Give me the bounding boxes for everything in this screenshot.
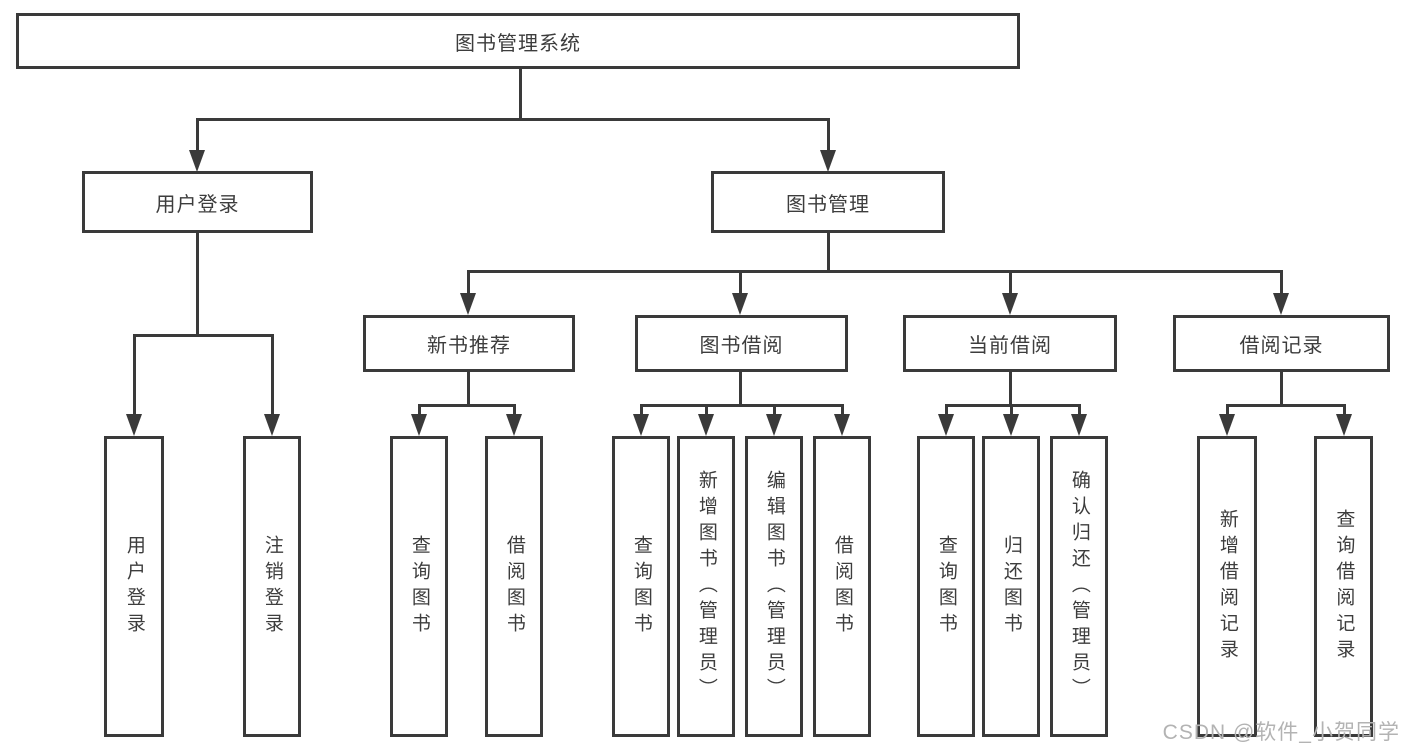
line-segment bbox=[827, 233, 830, 272]
node-root-label: 图书管理系统 bbox=[455, 32, 581, 55]
line-segment bbox=[773, 404, 776, 415]
arrowhead bbox=[834, 414, 850, 436]
node-leaf-br-add-record-label: 新增借阅记录 bbox=[1216, 508, 1238, 665]
node-leaf-bb-borrow-books-label: 借阅图书 bbox=[831, 534, 853, 639]
node-leaf-rec-borrow-books-label: 借阅图书 bbox=[503, 534, 525, 639]
line-segment bbox=[196, 233, 199, 336]
node-leaf-user-login-label: 用户登录 bbox=[123, 534, 145, 639]
arrowhead bbox=[1003, 414, 1019, 436]
node-leaf-br-query-record-label: 查询借阅记录 bbox=[1333, 508, 1355, 665]
arrowhead bbox=[1219, 414, 1235, 436]
csdn-watermark: CSDN @软件_小贺同学 bbox=[1162, 721, 1400, 744]
arrowhead bbox=[633, 414, 649, 436]
arrowhead bbox=[1071, 414, 1087, 436]
node-leaf-bb-edit-books: 编辑图书（管理员） bbox=[745, 436, 803, 737]
line-segment bbox=[1009, 270, 1012, 294]
node-borrow-records-label: 借阅记录 bbox=[1239, 335, 1324, 357]
node-leaf-bb-query-books-label: 查询图书 bbox=[630, 534, 652, 639]
line-segment bbox=[196, 118, 830, 121]
line-segment bbox=[271, 334, 274, 415]
arrowhead bbox=[766, 414, 782, 436]
line-segment bbox=[133, 334, 136, 415]
arrowhead bbox=[820, 150, 836, 172]
line-segment bbox=[467, 270, 470, 294]
node-new-book-rec-label: 新书推荐 bbox=[427, 335, 511, 357]
node-leaf-cb-query-books: 查询图书 bbox=[917, 436, 975, 737]
line-segment bbox=[640, 404, 643, 415]
node-leaf-cb-confirm-return-label: 确认归还（管理员） bbox=[1068, 469, 1090, 704]
line-segment bbox=[1226, 404, 1346, 407]
line-segment bbox=[1226, 404, 1229, 415]
line-segment bbox=[1280, 270, 1283, 294]
line-segment bbox=[640, 404, 844, 407]
arrowhead bbox=[1002, 293, 1018, 315]
line-segment bbox=[1280, 372, 1283, 406]
line-segment bbox=[1010, 404, 1013, 415]
node-leaf-cb-return-books-label: 归还图书 bbox=[1000, 534, 1022, 639]
line-segment bbox=[945, 404, 948, 415]
node-leaf-br-query-record: 查询借阅记录 bbox=[1314, 436, 1373, 737]
line-segment bbox=[519, 69, 522, 120]
arrowhead bbox=[264, 414, 280, 436]
line-segment bbox=[196, 118, 199, 152]
line-segment bbox=[1009, 372, 1012, 406]
node-leaf-rec-query-books-label: 查询图书 bbox=[408, 534, 430, 639]
node-leaf-logout-label: 注销登录 bbox=[261, 534, 283, 639]
node-leaf-bb-borrow-books: 借阅图书 bbox=[813, 436, 871, 737]
line-segment bbox=[418, 404, 516, 407]
node-leaf-bb-add-books: 新增图书（管理员） bbox=[677, 436, 735, 737]
arrowhead bbox=[1336, 414, 1352, 436]
node-leaf-cb-return-books: 归还图书 bbox=[982, 436, 1040, 737]
node-leaf-cb-confirm-return: 确认归还（管理员） bbox=[1050, 436, 1108, 737]
line-segment bbox=[739, 270, 742, 294]
arrowhead bbox=[126, 414, 142, 436]
line-segment bbox=[467, 372, 470, 406]
line-segment bbox=[705, 404, 708, 415]
line-segment bbox=[513, 404, 516, 415]
node-leaf-rec-borrow-books: 借阅图书 bbox=[485, 436, 543, 737]
node-leaf-bb-query-books: 查询图书 bbox=[612, 436, 670, 737]
node-leaf-bb-add-books-label: 新增图书（管理员） bbox=[695, 469, 717, 704]
line-segment bbox=[827, 118, 830, 152]
line-segment bbox=[133, 334, 274, 337]
node-user-login: 用户登录 bbox=[82, 171, 313, 233]
node-current-borrow: 当前借阅 bbox=[903, 315, 1117, 372]
line-segment bbox=[467, 270, 1283, 273]
node-book-mgmt-label: 图书管理 bbox=[786, 193, 870, 216]
node-leaf-bb-edit-books-label: 编辑图书（管理员） bbox=[763, 469, 785, 704]
line-segment bbox=[1343, 404, 1346, 415]
arrowhead bbox=[732, 293, 748, 315]
arrowhead bbox=[460, 293, 476, 315]
arrowhead bbox=[411, 414, 427, 436]
arrowhead bbox=[506, 414, 522, 436]
node-borrow-records: 借阅记录 bbox=[1173, 315, 1390, 372]
line-segment bbox=[945, 404, 1081, 407]
node-leaf-cb-query-books-label: 查询图书 bbox=[935, 534, 957, 639]
node-root: 图书管理系统 bbox=[16, 13, 1020, 69]
line-segment bbox=[418, 404, 421, 415]
node-leaf-br-add-record: 新增借阅记录 bbox=[1197, 436, 1257, 737]
line-segment bbox=[1078, 404, 1081, 415]
node-user-login-label: 用户登录 bbox=[155, 193, 240, 216]
node-book-mgmt: 图书管理 bbox=[711, 171, 945, 233]
arrowhead bbox=[1273, 293, 1289, 315]
arrowhead bbox=[938, 414, 954, 436]
node-book-borrow: 图书借阅 bbox=[635, 315, 848, 372]
arrowhead bbox=[698, 414, 714, 436]
line-segment bbox=[841, 404, 844, 415]
node-leaf-logout: 注销登录 bbox=[243, 436, 301, 737]
node-new-book-rec: 新书推荐 bbox=[363, 315, 575, 372]
arrowhead bbox=[189, 150, 205, 172]
node-book-borrow-label: 图书借阅 bbox=[699, 335, 784, 357]
node-leaf-user-login: 用户登录 bbox=[104, 436, 164, 737]
line-segment bbox=[739, 372, 742, 406]
node-leaf-rec-query-books: 查询图书 bbox=[390, 436, 448, 737]
node-current-borrow-label: 当前借阅 bbox=[968, 335, 1052, 357]
